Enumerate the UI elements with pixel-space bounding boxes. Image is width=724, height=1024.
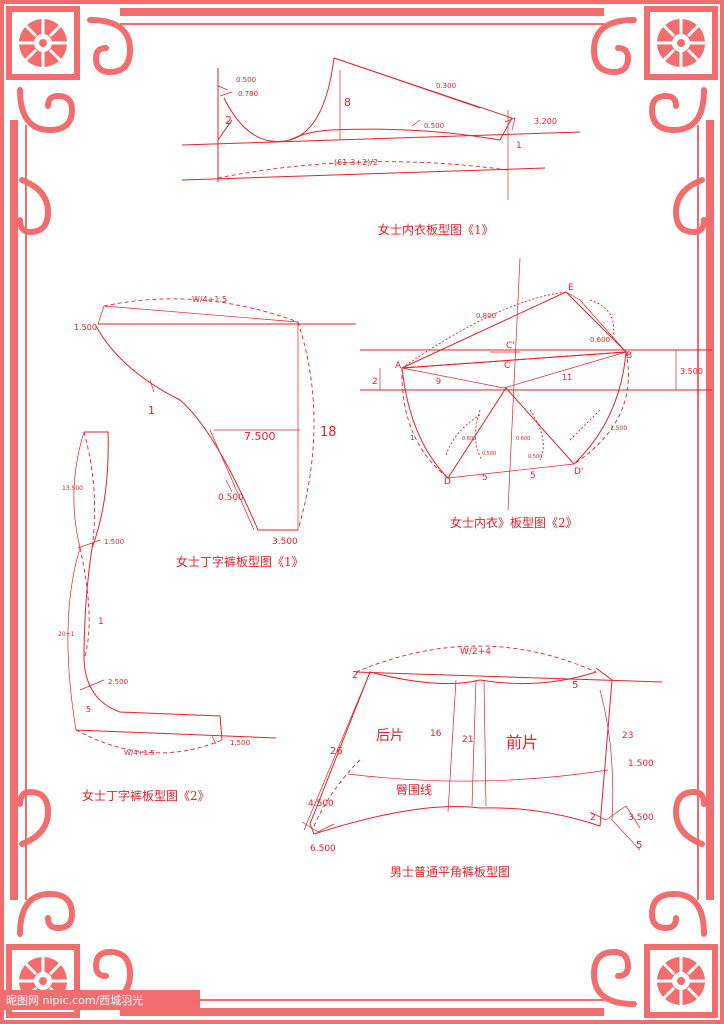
thong-pattern-2: 13.500 1.500 1 20+1 2.500 5 W/4+1.5 1.50…: [58, 431, 277, 803]
bra2-label: 0.600: [590, 336, 610, 344]
bra1-label: 3.200: [534, 117, 557, 126]
bra2-label: 0.600: [516, 436, 530, 442]
bra2-label: 9: [436, 377, 441, 386]
boxer-pattern: W/2+4 2 5 后片 前片 16 21 26 23 臀围线 1.500 4.…: [301, 645, 663, 879]
bra2-caption: 女士内衣》板型图《2》: [450, 515, 578, 530]
boxer-label: 1.500: [628, 759, 654, 769]
bra1-label: 0.300: [436, 82, 456, 90]
bra1-label: 8: [344, 96, 351, 109]
rosette-icon: [6, 6, 80, 80]
bra2-point-d-prime: D': [574, 467, 583, 477]
rosette-icon: [644, 944, 718, 1018]
boxer-label: 21: [462, 735, 473, 745]
bra2-label: 0.600: [462, 436, 476, 442]
boxer-label: 4.500: [308, 799, 334, 809]
thong2-label: 20+1: [58, 631, 75, 638]
bra2-point-e: E: [568, 283, 574, 293]
boxer-label: 3.500: [628, 813, 654, 823]
rosette-icon: [644, 6, 718, 80]
bra2-label: 3.500: [680, 367, 703, 376]
bra1-label: 1: [516, 141, 522, 151]
bra2-label: 2: [372, 377, 378, 387]
boxer-label: 23: [622, 731, 633, 741]
watermark-text: 昵图网 nipic.com/西城羽光: [6, 993, 143, 1007]
boxer-label: 26: [330, 746, 343, 757]
boxer-label: 5: [636, 840, 642, 851]
bra1-label: 0.500: [424, 122, 444, 130]
bra1-caption: 女士内衣板型图《1》: [378, 222, 494, 237]
boxer-label: W/2+4: [460, 647, 491, 657]
bra2-point-c: C: [504, 361, 510, 371]
thong2-label: 2.500: [108, 678, 128, 686]
bra-pattern-1: 0.500 0.780 2 8 0.300 0.500 3.200 1 (61-…: [181, 57, 581, 237]
thong1-label: 1: [148, 404, 155, 417]
bra1-label: 0.780: [238, 90, 258, 98]
bra2-label: 5: [530, 471, 536, 481]
bra1-label: 2: [225, 114, 232, 127]
thong1-label: 0.500: [218, 493, 244, 503]
thong1-label: 3.500: [272, 537, 298, 547]
thong1-label: W/4+1.5: [192, 295, 227, 304]
thong2-label: 5: [86, 705, 91, 714]
bra2-label: 11: [562, 373, 572, 382]
boxer-caption: 男士普通平角裤板型图: [390, 865, 510, 879]
scroll-ornament-icon: [17, 17, 707, 1007]
thong2-label: 1.500: [230, 739, 250, 747]
bra-pattern-2: E A B C C' D D' 0.800 0.600 9 11 2 3.500…: [360, 257, 712, 530]
thong2-caption: 女士丁字裤板型图《2》: [82, 788, 210, 803]
bra1-label: 0.500: [236, 76, 256, 84]
boxer-back-label: 后片: [376, 728, 404, 744]
bra2-label: 0.500: [482, 451, 496, 457]
boxer-hip-line-label: 臀围线: [396, 783, 432, 797]
thong1-label: 1.500: [74, 323, 97, 332]
boxer-label: 16: [430, 729, 442, 739]
bra2-point-b: B: [626, 351, 632, 361]
bra2-label: 1: [410, 434, 414, 442]
thong2-label: 13.500: [62, 485, 83, 492]
thong2-label: W/4+1.5: [124, 749, 155, 757]
bra2-label: 0.500: [528, 454, 542, 460]
thong1-label: 7.500: [244, 430, 276, 443]
bra2-point-a: A: [395, 361, 402, 371]
boxer-label: 2: [590, 813, 596, 823]
thong1-label: 18: [320, 425, 337, 440]
boxer-label: 6.500: [310, 844, 336, 854]
bra1-formula: (61-3+2)/2: [334, 158, 378, 167]
bra2-label: 5: [482, 473, 488, 483]
bra2-point-d: D: [444, 477, 451, 487]
bra2-point-c-prime: C': [506, 341, 515, 351]
boxer-front-label: 前片: [506, 733, 538, 752]
boxer-label: 2: [352, 670, 358, 681]
thong2-label: 1.500: [104, 538, 124, 546]
thong1-caption: 女士丁字裤板型图《1》: [176, 554, 304, 569]
bra2-label: 1.500: [610, 425, 627, 432]
bra2-label: 0.800: [476, 312, 496, 320]
thong2-label: 1: [98, 617, 104, 627]
boxer-label: 5: [572, 680, 578, 691]
thong-pattern-1: W/4+1.5 1.500 1 7.500 18 0.500 3.500 女士丁…: [74, 295, 356, 569]
